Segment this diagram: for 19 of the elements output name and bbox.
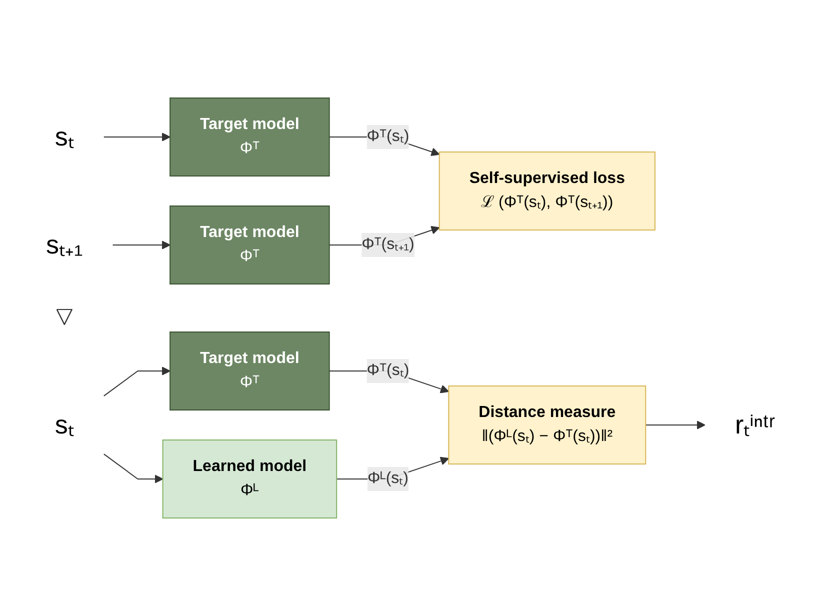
edge-label: Φᵀ(sₜ) <box>367 362 410 378</box>
node-text: rₜⁱⁿᵗʳ <box>735 409 776 439</box>
node-text: sₜ₊₁ <box>46 229 84 259</box>
arrow <box>104 132 171 141</box>
arrow <box>104 453 164 483</box>
arrow <box>112 240 171 249</box>
node-text: sₜ <box>55 121 74 151</box>
node-text: sₜ <box>55 409 74 439</box>
arrow <box>104 366 171 396</box>
node-box: Target model Φᵀ <box>170 331 330 410</box>
node-box: Distance measure ‖(Φᴸ(sₜ) − Φᵀ(sₜ))‖² <box>448 385 647 464</box>
node-box: Target model Φᵀ <box>170 205 330 284</box>
node-box: Target model Φᵀ <box>170 97 330 176</box>
edge-label: Φᴸ(sₜ) <box>368 470 409 486</box>
node-box: Self-supervised loss ℒ (Φᵀ(sₜ), Φᵀ(sₜ₊₁)) <box>439 151 656 230</box>
arrow <box>646 420 706 429</box>
node-box: Learned model Φᴸ <box>162 439 338 518</box>
edge-label: Φᵀ(sₜ₊₁) <box>362 236 415 252</box>
edge-label: Φᵀ(sₜ) <box>367 128 410 144</box>
